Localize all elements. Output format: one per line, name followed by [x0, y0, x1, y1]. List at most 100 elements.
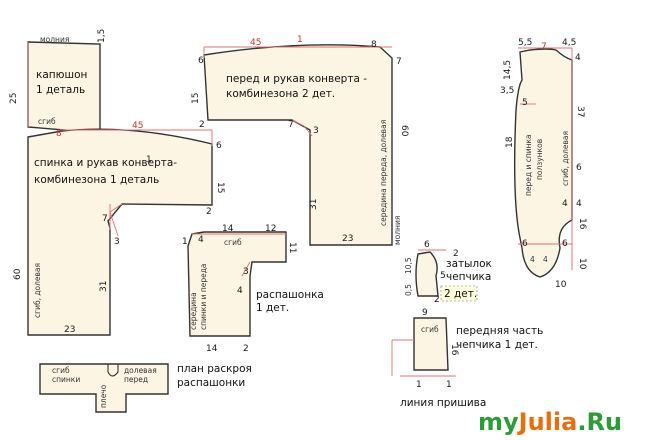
cap-back-subtitle: чепчика — [446, 271, 491, 283]
back-dim-7: 7 — [102, 214, 108, 224]
cap-front-dim-9: 9 — [422, 308, 428, 318]
back-subtitle: комбинезона 1 деталь — [34, 174, 159, 186]
cap-back-count-badge — [440, 285, 478, 302]
front-zipper-label: молния — [393, 216, 402, 245]
front-dim-6: 6 — [198, 56, 204, 66]
front-dim-8: 8 — [371, 40, 377, 50]
cutting-layout: сгиб спинки долевая перед плечо план рас… — [39, 363, 252, 413]
front-dim-60: 60 — [399, 125, 409, 137]
front-piece: 45 1 8 6 7 15 2 7 3 31 60 23 перед и рук… — [191, 35, 409, 246]
cap-back-dim-0-5: 0,5 — [404, 284, 413, 296]
vest-dim-4: 4 — [198, 235, 204, 245]
cap-back-dim-5: 5 — [440, 271, 446, 281]
cap-front-fold: сгиб — [421, 325, 439, 334]
romper-dim-4-d: 4 — [543, 255, 548, 264]
vest-side-label-2: спинки и переда — [199, 263, 208, 330]
romper-dim-3-5: 3,5 — [500, 86, 514, 96]
romper-dim-4-a: 4 — [576, 199, 582, 209]
hood-fold-label: сгиб — [38, 117, 56, 126]
romper-fold-label: сгиб, долевая — [561, 131, 570, 186]
romper-dim-10-a: 10 — [577, 258, 587, 270]
layout-fold-2: спинки — [52, 375, 80, 384]
cap-front-piece: 9 сгиб 16 1 1 передняя часть чепчика 1 д… — [391, 308, 543, 409]
back-fold-label: сгиб, долевая — [33, 263, 42, 318]
cap-back-dim-10-5: 10,5 — [404, 257, 413, 274]
brand-logo: myJulia.Ru — [478, 408, 622, 436]
vest-dim-14: 14 — [222, 224, 234, 234]
romper-shape — [513, 48, 573, 278]
cap-front-seam: линия пришива — [400, 397, 486, 409]
cap-front-dim-16: 16 — [449, 344, 459, 356]
brand-logo-text: myJulia.Ru — [478, 408, 622, 436]
brand-part-julia: Julia — [517, 408, 578, 436]
romper-dim-4-top: 4 — [575, 53, 581, 63]
cap-back-dim-2: 2 — [453, 249, 459, 259]
layout-subtitle: распашонки — [177, 377, 245, 389]
romper-dim-5: 5 — [522, 98, 528, 108]
layout-shoulder: плечо — [99, 384, 108, 408]
brand-part-my: my — [478, 408, 519, 436]
romper-dim-14-5: 14,5 — [503, 60, 513, 80]
romper-dim-4-5: 4,5 — [562, 38, 576, 48]
back-dim-60: 60 — [13, 268, 23, 280]
romper-piece: 5,5 7 4,5 14,5 4 3,5 5 18 37 6 4 4 16 6 … — [500, 38, 587, 290]
back-piece: 45 8 1 6 15 2 7 3 31 60 23 спинка и рука… — [13, 121, 225, 336]
romper-dim-4-b: 4 — [562, 199, 568, 209]
back-dim-6: 6 — [216, 141, 222, 151]
romper-dim-4-c: 4 — [530, 255, 535, 264]
hood-dim-top: 1,5 — [97, 29, 107, 43]
front-subtitle: комбинезона 2 дет. — [226, 88, 335, 100]
romper-dim-6-b: 6 — [522, 239, 528, 249]
hood-piece: молния 1,5 25 капюшон 1 деталь сгиб — [9, 29, 107, 134]
front-dim-7: 7 — [396, 57, 402, 67]
vest-dim-3: 3 — [243, 267, 249, 277]
front-dim-1: 1 — [297, 35, 303, 45]
hood-subtitle: 1 деталь — [36, 84, 85, 96]
front-dim-31: 31 — [309, 199, 319, 210]
cap-front-dim-1-b: 1 — [446, 380, 452, 390]
front-dim-15: 15 — [191, 93, 201, 104]
layout-title: план раскроя — [177, 363, 252, 375]
romper-dim-16: 16 — [577, 218, 587, 230]
romper-dim-37: 37 — [575, 106, 585, 117]
vest-title: распашонка — [256, 289, 324, 301]
cap-back-piece: 6 2 10,5 0,5 5 2 затылок чепчика 2 дет. — [404, 240, 492, 305]
romper-dim-7: 7 — [541, 42, 547, 52]
back-dim-1: 1 — [146, 155, 152, 165]
cap-front-subtitle: чепчика 1 дет. — [456, 339, 538, 351]
layout-grain-1: долевая — [124, 366, 157, 375]
back-dim-3: 3 — [114, 237, 120, 247]
cap-back-title: затылок — [446, 258, 492, 270]
vest-side-label-1: середина — [189, 292, 198, 330]
hood-title: капюшон — [36, 69, 87, 81]
romper-dim-5-5: 5,5 — [518, 38, 532, 48]
back-dim-15: 15 — [215, 182, 225, 193]
front-shape — [203, 44, 393, 246]
vest-dim-12: 12 — [265, 224, 276, 234]
cap-front-dim-1-a: 1 — [416, 380, 422, 390]
romper-dim-18: 18 — [505, 136, 515, 148]
cap-back-count: 2 дет. — [444, 288, 477, 300]
brand-part-ru: .Ru — [577, 408, 622, 436]
cap-back-shape — [415, 251, 439, 297]
front-dim-23: 23 — [342, 234, 353, 244]
romper-label-2: ползунков — [535, 139, 544, 180]
hood-dim-side: 25 — [9, 93, 19, 104]
vest-dim-14-b: 14 — [206, 344, 218, 354]
vest-subtitle: 1 дет. — [256, 302, 289, 314]
layout-grain-2: перед — [124, 375, 148, 384]
vest-piece: 14 12 4 1 11 сгиб 3 4 14 2 середина спин… — [182, 224, 324, 354]
romper-dim-6: 6 — [576, 163, 582, 173]
front-grain-label: середина переда, долевая — [379, 120, 388, 226]
back-dim-31: 31 — [99, 281, 109, 292]
hood-zipper-label: молния — [40, 35, 69, 44]
romper-dim-6-c: 6 — [562, 239, 568, 249]
cap-back-dim-2-b: 2 — [434, 295, 440, 305]
front-title: перед и рукав конверта - — [226, 73, 367, 85]
back-dim-45: 45 — [132, 121, 143, 131]
front-dim-3: 3 — [313, 126, 319, 136]
layout-fold-1: сгиб — [52, 366, 70, 375]
back-title: спинка и рукав конверта- — [34, 157, 177, 169]
